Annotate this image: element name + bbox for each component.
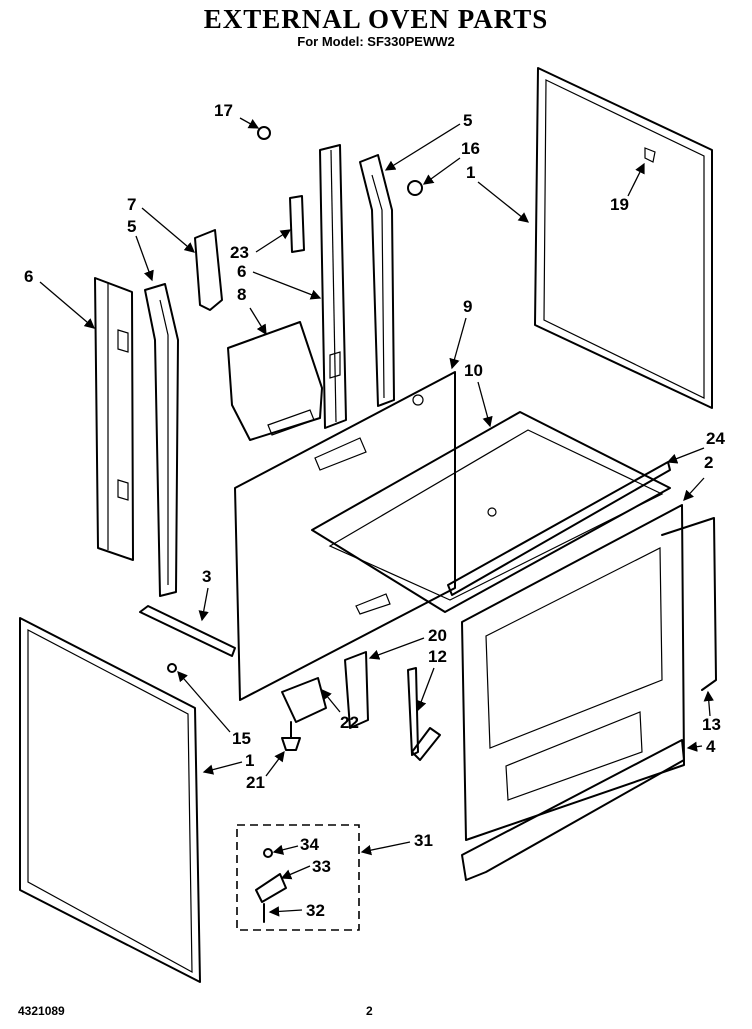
bracket-part-20 — [344, 651, 369, 729]
callout-9: 9 — [449, 297, 472, 370]
channel-left — [94, 277, 134, 561]
strip-part-23 — [289, 195, 305, 253]
callout-6-left: 6 — [24, 267, 95, 329]
svg-text:23: 23 — [230, 243, 249, 262]
callout-5-left: 5 — [127, 217, 154, 282]
callout-19: 19 — [610, 162, 645, 214]
svg-text:21: 21 — [246, 773, 265, 792]
trim-part-13 — [661, 517, 717, 691]
bracket-right — [359, 154, 395, 407]
svg-text:1: 1 — [466, 163, 475, 182]
callout-5-right: 5 — [384, 111, 472, 171]
foot-part-21 — [281, 721, 301, 751]
svg-text:2: 2 — [704, 453, 713, 472]
clip-bracket — [194, 229, 223, 311]
grommet-part-17 — [257, 126, 271, 140]
callout-15: 15 — [177, 671, 251, 748]
svg-text:16: 16 — [461, 139, 480, 158]
svg-text:24: 24 — [706, 429, 725, 448]
model-subtitle: For Model: SF330PEWW2 — [297, 34, 455, 49]
fastener-part-16 — [407, 180, 423, 196]
page-title: EXTERNAL OVEN PARTS — [203, 4, 549, 34]
callout-24: 24 — [666, 429, 725, 464]
bracket-part-3 — [139, 605, 236, 657]
svg-text:33: 33 — [312, 857, 331, 876]
callout-22: 22 — [321, 688, 359, 732]
callout-33: 33 — [280, 857, 331, 880]
callout-12: 12 — [416, 647, 447, 712]
rail-part-4 — [461, 739, 685, 881]
svg-text:20: 20 — [428, 626, 447, 645]
side-panel-left — [19, 617, 201, 983]
oven-bottom — [311, 411, 671, 613]
svg-text:13: 13 — [702, 715, 721, 734]
callout-21: 21 — [246, 750, 285, 792]
back-panel — [234, 371, 456, 701]
vent-duct — [227, 321, 323, 441]
kit-part-31 — [236, 824, 360, 931]
svg-text:19: 19 — [610, 195, 629, 214]
svg-text:6: 6 — [237, 262, 246, 281]
screw-part-15 — [167, 663, 177, 673]
svg-text:1: 1 — [245, 751, 254, 770]
svg-text:31: 31 — [414, 831, 433, 850]
hinge-part-12 — [407, 667, 419, 756]
svg-text:8: 8 — [237, 285, 246, 304]
callout-13: 13 — [702, 690, 721, 734]
svg-text:6: 6 — [24, 267, 33, 286]
callout-4: 4 — [686, 737, 716, 756]
callout-34: 34 — [272, 835, 319, 855]
callout-23: 23 — [230, 229, 292, 262]
callout-6-center: 6 — [237, 262, 322, 300]
callout-31: 31 — [360, 831, 433, 856]
callout-1-top: 1 — [466, 163, 530, 223]
bracket-part-22 — [281, 677, 327, 723]
document-number: 4321089 — [18, 1004, 65, 1018]
svg-text:10: 10 — [464, 361, 483, 380]
callout-7: 7 — [127, 195, 195, 253]
callout-8: 8 — [237, 285, 267, 336]
svg-text:17: 17 — [214, 101, 233, 120]
svg-text:4: 4 — [706, 737, 716, 756]
channel-center — [319, 144, 347, 429]
bracket-left — [144, 283, 179, 597]
hinge-lever — [411, 727, 441, 761]
strip-part-24 — [447, 461, 671, 596]
svg-text:12: 12 — [428, 647, 447, 666]
callout-17: 17 — [214, 101, 260, 129]
callout-3: 3 — [198, 567, 211, 622]
callout-16: 16 — [422, 139, 480, 185]
callout-10: 10 — [464, 361, 493, 428]
svg-text:5: 5 — [463, 111, 472, 130]
page-number: 2 — [366, 1004, 373, 1018]
svg-text:34: 34 — [300, 835, 319, 854]
svg-text:32: 32 — [306, 901, 325, 920]
callout-2: 2 — [683, 453, 713, 501]
side-panel-right — [534, 67, 713, 409]
svg-text:3: 3 — [202, 567, 211, 586]
svg-text:15: 15 — [232, 729, 251, 748]
svg-text:9: 9 — [463, 297, 472, 316]
callout-32: 32 — [268, 901, 325, 920]
svg-text:7: 7 — [127, 195, 136, 214]
svg-text:5: 5 — [127, 217, 136, 236]
front-frame — [461, 504, 685, 841]
callout-20: 20 — [368, 626, 447, 660]
svg-text:22: 22 — [340, 713, 359, 732]
callout-1-bottom: 1 — [202, 751, 254, 775]
